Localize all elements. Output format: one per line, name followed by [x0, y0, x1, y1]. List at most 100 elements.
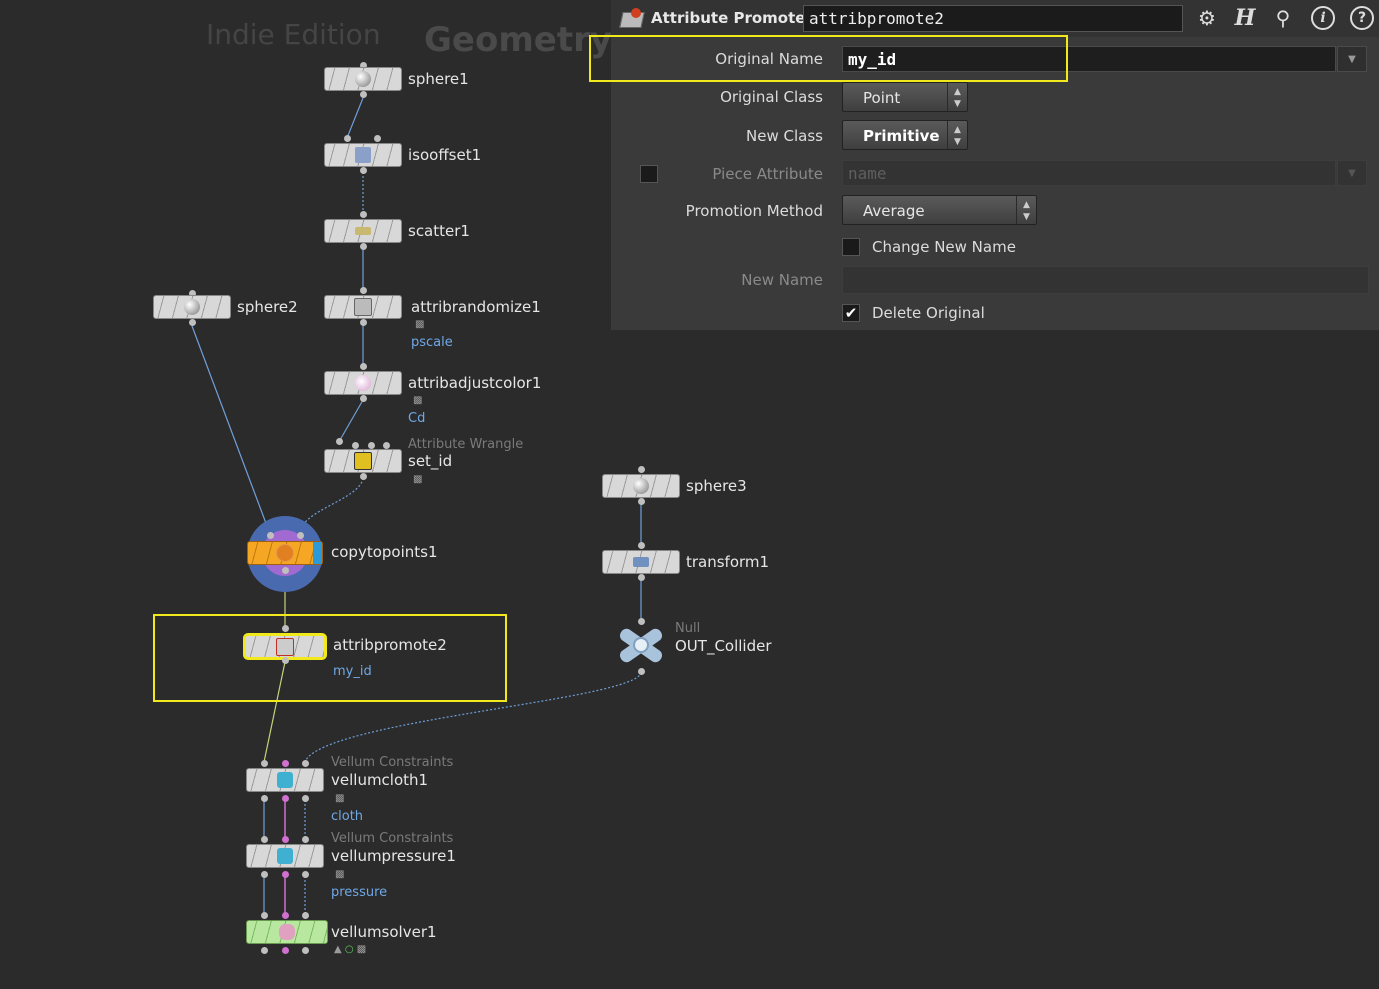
output-connector[interactable]: [261, 871, 268, 878]
input-connector[interactable]: [261, 760, 268, 767]
scatter-icon: [355, 227, 371, 235]
original-class-menu[interactable]: Point ▲▼: [842, 82, 968, 112]
input-connector[interactable]: [383, 442, 390, 449]
output-connector[interactable]: [282, 947, 289, 954]
input-connector[interactable]: [374, 135, 381, 142]
node-attribadjustcolor1[interactable]: [324, 371, 402, 395]
output-connector[interactable]: [282, 871, 289, 878]
promotion-method-menu[interactable]: Average ▲▼: [842, 195, 1037, 225]
output-connector[interactable]: [261, 947, 268, 954]
output-connector[interactable]: [360, 473, 367, 480]
node-set_id[interactable]: [324, 449, 402, 473]
new-class-label: New Class: [746, 127, 823, 145]
node-label: attribadjustcolor1: [408, 374, 542, 392]
delete-original-checkbox[interactable]: ✔: [842, 304, 860, 322]
attribpromote-icon: [619, 6, 645, 30]
vellum-solver-icon: [279, 924, 295, 940]
houdini-help-icon[interactable]: H: [1234, 5, 1256, 31]
node-label: isooffset1: [408, 146, 482, 164]
input-connector[interactable]: [302, 836, 309, 843]
input-connector[interactable]: [638, 542, 645, 549]
search-icon[interactable]: ⚲: [1275, 6, 1291, 30]
input-connector[interactable]: [297, 532, 304, 539]
display-flag[interactable]: [313, 542, 322, 564]
input-connector[interactable]: [282, 760, 289, 767]
new-name-field[interactable]: [842, 266, 1369, 294]
node-sphere2[interactable]: [153, 295, 231, 319]
lock-icon: ▩: [413, 474, 423, 485]
node-vellumcloth1[interactable]: [246, 768, 324, 792]
node-isooffset1[interactable]: [324, 143, 402, 167]
output-connector[interactable]: [282, 795, 289, 802]
node-OUT_Collider[interactable]: [613, 625, 669, 665]
input-connector[interactable]: [282, 836, 289, 843]
input-connector[interactable]: [282, 625, 289, 632]
node-vellumpressure1[interactable]: [246, 844, 324, 868]
output-connector[interactable]: [282, 567, 289, 574]
promotion-method-value: Average: [863, 202, 925, 220]
piece-attribute-field[interactable]: name: [842, 160, 1336, 186]
node-name-field[interactable]: attribpromote2: [803, 5, 1183, 32]
piece-attribute-dropdown-button[interactable]: ▼: [1337, 160, 1367, 186]
node-selection-highlight: [153, 614, 507, 702]
input-connector[interactable]: [360, 363, 367, 370]
input-connector[interactable]: [638, 618, 645, 625]
change-new-name-checkbox[interactable]: [842, 238, 860, 256]
output-connector[interactable]: [261, 795, 268, 802]
info-icon[interactable]: i: [1311, 6, 1335, 30]
lock-icon: ▩: [413, 395, 423, 406]
node-vellumsolver1[interactable]: [246, 920, 328, 944]
output-connector[interactable]: [302, 947, 309, 954]
input-connector[interactable]: [638, 466, 645, 473]
node-sphere1[interactable]: [324, 67, 402, 91]
gear-icon[interactable]: ⚙: [1198, 6, 1216, 30]
node-copytopoints1[interactable]: [247, 541, 323, 565]
output-connector[interactable]: [302, 795, 309, 802]
node-transform1[interactable]: [602, 550, 680, 574]
output-connector[interactable]: [638, 574, 645, 581]
input-connector[interactable]: [261, 836, 268, 843]
piece-attribute-toggle[interactable]: [640, 165, 658, 183]
input-connector[interactable]: [368, 442, 375, 449]
output-connector[interactable]: [282, 657, 289, 664]
node-sphere3[interactable]: [602, 474, 680, 498]
sphere-icon: [633, 478, 649, 494]
input-connector[interactable]: [302, 912, 309, 919]
input-connector[interactable]: [360, 62, 367, 69]
input-connector[interactable]: [189, 290, 196, 297]
output-connector[interactable]: [638, 498, 645, 505]
node-type-label: Attribute Wrangle: [408, 437, 524, 452]
lock-icon: ▩: [335, 869, 345, 880]
output-connector[interactable]: [638, 668, 645, 675]
output-connector[interactable]: [360, 395, 367, 402]
lock-icon: ▩: [335, 793, 345, 804]
node-attribrandomize1[interactable]: [324, 295, 402, 319]
node-label: attribrandomize1: [411, 298, 541, 316]
input-connector[interactable]: [336, 438, 343, 445]
original-name-dropdown-button[interactable]: ▼: [1337, 46, 1367, 72]
output-connector[interactable]: [360, 167, 367, 174]
original-name-field[interactable]: my_id: [842, 46, 1336, 72]
new-class-menu[interactable]: Primitive ▲▼: [842, 120, 968, 150]
input-connector[interactable]: [360, 211, 367, 218]
output-connector[interactable]: [360, 91, 367, 98]
input-connector[interactable]: [302, 760, 309, 767]
input-connector[interactable]: [344, 135, 351, 142]
input-connector[interactable]: [352, 442, 359, 449]
node-attribpromote2[interactable]: [243, 633, 327, 660]
output-connector[interactable]: [360, 319, 367, 326]
node-label: vellumsolver1: [331, 923, 437, 941]
node-comment: cloth: [331, 809, 364, 824]
node-comment: Cd: [408, 411, 426, 426]
output-connector[interactable]: [302, 871, 309, 878]
input-connector[interactable]: [360, 287, 367, 294]
output-connector[interactable]: [189, 319, 196, 326]
input-connector[interactable]: [261, 912, 268, 919]
help-icon[interactable]: ?: [1350, 6, 1374, 30]
network-context-label: Geometry: [424, 20, 612, 60]
input-connector[interactable]: [282, 912, 289, 919]
node-scatter1[interactable]: [324, 219, 402, 243]
output-connector[interactable]: [360, 243, 367, 250]
wrangle-icon: [354, 452, 372, 470]
input-connector[interactable]: [267, 532, 274, 539]
